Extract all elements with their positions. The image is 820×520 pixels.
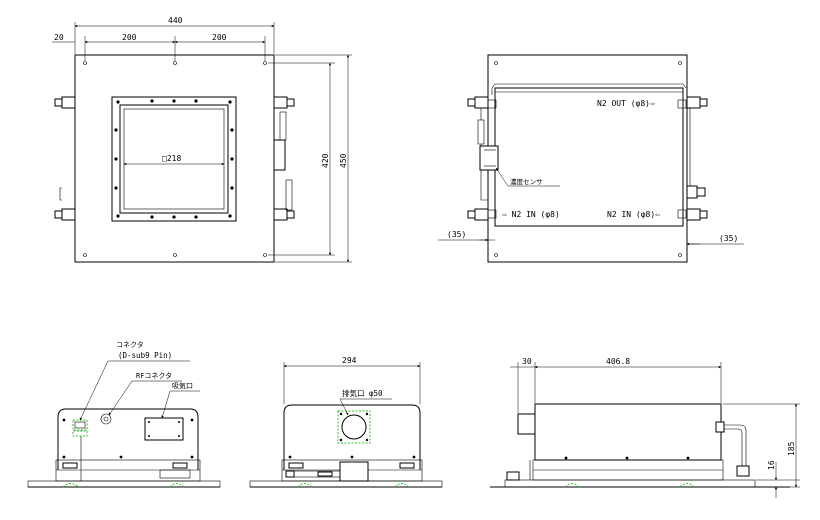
exhaust-port-flange xyxy=(337,410,371,444)
front-plate-holes xyxy=(83,61,267,257)
front-window-inner xyxy=(119,104,229,214)
front-window-bolts xyxy=(114,99,234,219)
connector-side-view: コネクタ (D-sub9 Pin) RFコネクタ 吸気口 xyxy=(27,340,221,488)
dim-depth: 294 xyxy=(342,356,357,365)
front-window-frame xyxy=(111,96,237,222)
dim-width-total: 440 xyxy=(168,16,183,25)
label-n2-in-left: ⇨ N2 IN (φ8) xyxy=(502,210,560,219)
exhaust-side-housing xyxy=(283,404,421,470)
back-fittings xyxy=(467,96,708,221)
dim-hole-pitch-v: 420 xyxy=(321,153,330,168)
dim-offset-left: (35) xyxy=(447,230,466,239)
back-dimensions: (35) (35) xyxy=(438,226,744,246)
dim-pitch-right: 200 xyxy=(212,33,227,42)
back-flange-plate xyxy=(487,54,688,263)
exhaust-side-view: 排気口 φ50 294 xyxy=(249,356,443,488)
side-profile-view: 30 406.8 185 16 xyxy=(490,357,800,498)
front-dimensions: 440 20 200 200 420 450 xyxy=(52,16,352,263)
front-fittings xyxy=(54,96,295,221)
connector-side-bolts xyxy=(62,418,194,459)
dim-pitch-left: 200 xyxy=(122,33,137,42)
rf-connector xyxy=(100,413,112,425)
back-housing xyxy=(494,87,684,227)
dim-side-offset: 30 xyxy=(522,357,532,366)
label-n2-in-right: N2 IN (φ8)⇦ xyxy=(607,210,660,219)
dim-total-height: 185 xyxy=(787,441,796,456)
side-profile-bolts xyxy=(564,456,690,460)
label-intake: 吸気口 xyxy=(172,381,193,390)
label-rf-connector: RFコネクタ xyxy=(136,371,172,380)
sensor-block xyxy=(479,145,499,171)
label-connector: コネクタ xyxy=(116,340,144,349)
intake-port xyxy=(144,417,184,441)
connector-side-housing xyxy=(57,408,199,470)
label-sensor: 濃度センサ xyxy=(510,177,543,186)
label-n2-out: N2 OUT (φ8)⇨ xyxy=(597,99,655,108)
dim-window-size: □218 xyxy=(162,154,181,163)
dim-offset-right: (35) xyxy=(719,234,738,243)
side-profile-housing xyxy=(534,403,722,461)
front-view: □218 xyxy=(52,16,352,263)
exhaust-port xyxy=(341,414,367,440)
dim-height-total: 450 xyxy=(339,153,348,168)
label-exhaust: 排気口 φ50 xyxy=(342,388,383,398)
label-connector-type: (D-sub9 Pin) xyxy=(118,351,172,360)
dim-base-thickness: 16 xyxy=(767,460,776,470)
exhaust-side-bolts xyxy=(288,455,416,459)
dim-side-length: 406.8 xyxy=(606,357,630,366)
dim-edge-offset: 20 xyxy=(54,33,64,42)
back-plate-holes xyxy=(494,61,682,257)
back-view: N2 OUT (φ8)⇨ ⇨ N2 IN (φ8) N2 IN (φ8)⇦ 濃度… xyxy=(438,54,744,263)
